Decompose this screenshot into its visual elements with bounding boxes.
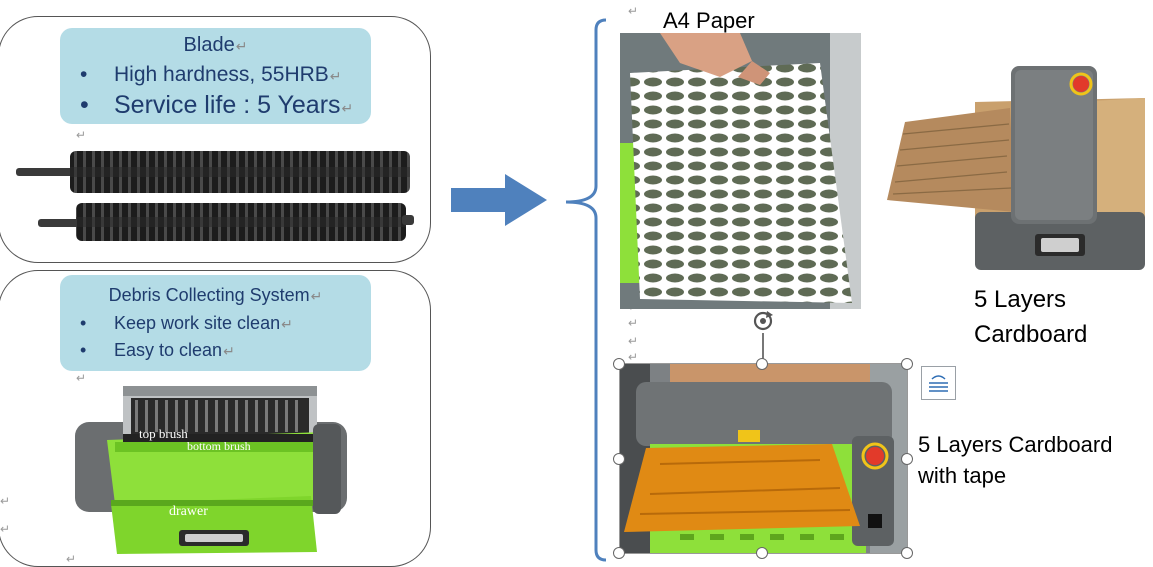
blade-title: Blade↵ — [60, 34, 371, 57]
tape-cardboard-photo[interactable] — [619, 363, 908, 554]
a4-paper-label: A4 Paper — [663, 8, 755, 33]
layout-options-icon[interactable] — [921, 366, 956, 400]
rotate-connector — [762, 333, 764, 363]
resize-handle-bottom-right[interactable] — [901, 547, 913, 559]
debris-bullet-1-text: Keep work site clean — [114, 313, 281, 333]
resize-handle-top-middle[interactable] — [756, 358, 768, 370]
cardboard-label-line2: Cardboard — [974, 321, 1088, 348]
bottom-brush-label: bottom brush — [187, 439, 251, 453]
debris-machine-image: top brush bottom brush drawer — [75, 382, 347, 557]
return-mark-icon: ↵ — [66, 552, 77, 566]
debris-callout: Debris Collecting System↵ Keep work site… — [60, 275, 371, 371]
debris-bullet-2: Easy to clean↵ — [80, 340, 371, 361]
cardboard-photo — [875, 62, 1150, 272]
return-mark-icon: ↵ — [0, 522, 11, 536]
resize-handle-top-left[interactable] — [613, 358, 625, 370]
resize-handle-bottom-middle[interactable] — [756, 547, 768, 559]
return-mark-icon: ↵ — [76, 128, 87, 142]
right-arrow-icon — [451, 174, 547, 226]
blade-bullet-1: High hardness, 55HRB↵ — [80, 63, 371, 87]
resize-handle-middle-left[interactable] — [613, 453, 625, 465]
return-mark-icon: ↵ — [223, 343, 235, 359]
top-brush-label: top brush — [139, 426, 188, 441]
blade-rollers-image — [16, 151, 414, 241]
debris-title-text: Debris Collecting System — [108, 285, 310, 305]
debris-bullet-2-text: Easy to clean — [114, 340, 223, 360]
blade-bullet-2-text: Service life : 5 Years — [114, 91, 341, 119]
resize-handle-bottom-left[interactable] — [613, 547, 625, 559]
blade-bullet-1-text: High hardness, 55HRB — [114, 63, 329, 86]
return-mark-icon: ↵ — [329, 68, 342, 84]
tape-label-line2: with tape — [918, 463, 1007, 488]
debris-bullet-1: Keep work site clean↵ — [80, 313, 371, 334]
rotate-handle-icon[interactable] — [751, 309, 775, 333]
blade-bullet-2: Service life : 5 Years↵ — [80, 91, 371, 120]
resize-handle-middle-right[interactable] — [901, 453, 913, 465]
return-mark-icon: ↵ — [281, 316, 293, 332]
blade-callout: Blade↵ High hardness, 55HRB↵ Service lif… — [60, 28, 371, 124]
tape-label-line1: 5 Layers Cardboard — [918, 432, 1113, 457]
left-brace-icon — [565, 18, 607, 562]
debris-title: Debris Collecting System↵ — [60, 285, 371, 306]
return-mark-icon: ↵ — [628, 334, 639, 348]
return-mark-icon: ↵ — [0, 494, 11, 508]
a4-paper-photo — [620, 33, 861, 309]
return-mark-icon: ↵ — [341, 100, 354, 116]
resize-handle-top-right[interactable] — [901, 358, 913, 370]
return-mark-icon: ↵ — [235, 38, 248, 54]
return-mark-icon: ↵ — [76, 371, 87, 385]
return-mark-icon: ↵ — [310, 288, 323, 304]
blade-title-text: Blade — [183, 34, 235, 56]
return-mark-icon: ↵ — [628, 4, 639, 18]
return-mark-icon: ↵ — [628, 350, 639, 364]
cardboard-label-line1: 5 Layers — [974, 286, 1067, 313]
drawer-label: drawer — [169, 504, 208, 519]
return-mark-icon: ↵ — [628, 316, 639, 330]
